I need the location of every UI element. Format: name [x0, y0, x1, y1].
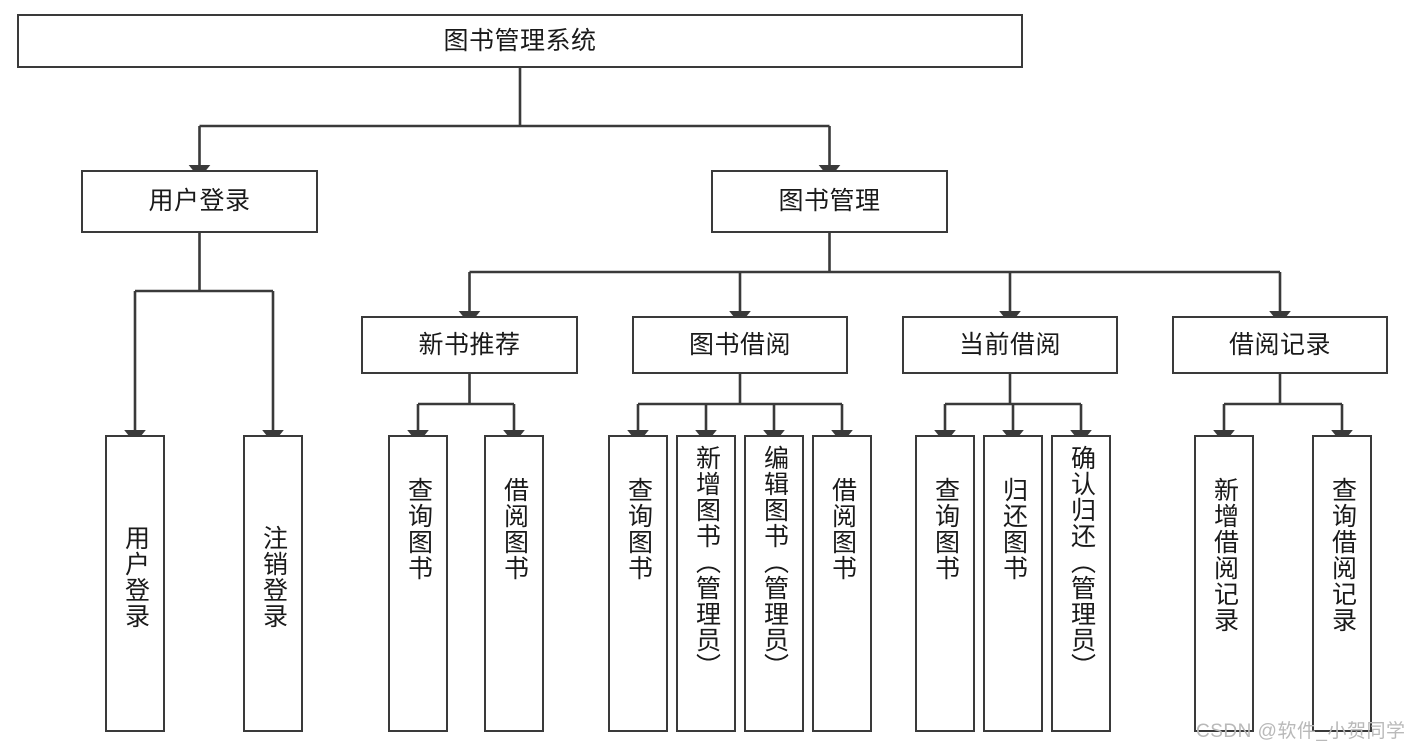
node-label: 图书管理系统	[443, 26, 597, 55]
node-label: 查询借阅记录	[1328, 477, 1357, 633]
node-l4-13[interactable]: 查询借阅记录	[1312, 435, 1372, 732]
node-l3-1[interactable]: 新书推荐	[361, 316, 578, 374]
node-l3-3[interactable]: 当前借阅	[902, 316, 1118, 374]
node-label: 新书推荐	[418, 330, 521, 359]
node-l4-5[interactable]: 查询图书	[608, 435, 668, 732]
node-label: 借阅图书	[828, 477, 857, 581]
node-label: 图书管理	[778, 187, 881, 215]
node-l3-2[interactable]: 图书借阅	[632, 316, 848, 374]
node-label: 借阅记录	[1228, 330, 1331, 359]
node-label: 新增图书（管理员）	[692, 445, 721, 679]
node-l4-2[interactable]: 注销登录	[243, 435, 303, 732]
node-label: 查询图书	[624, 477, 653, 581]
node-l4-11[interactable]: 确认归还（管理员）	[1051, 435, 1111, 732]
node-label: 确认归还（管理员）	[1067, 445, 1096, 679]
node-label: 借阅图书	[500, 477, 529, 581]
node-l4-1[interactable]: 用户登录	[105, 435, 165, 732]
node-l2-1[interactable]: 用户登录	[81, 170, 318, 233]
node-label: 查询图书	[404, 477, 433, 581]
node-label: 注销登录	[259, 525, 288, 629]
node-l4-12[interactable]: 新增借阅记录	[1194, 435, 1254, 732]
node-l4-9[interactable]: 查询图书	[915, 435, 975, 732]
node-label: 用户登录	[148, 187, 251, 215]
node-l4-10[interactable]: 归还图书	[983, 435, 1043, 732]
node-label: 查询图书	[931, 477, 960, 581]
node-l4-7[interactable]: 编辑图书（管理员）	[744, 435, 804, 732]
node-root[interactable]: 图书管理系统	[17, 14, 1023, 68]
node-label: 用户登录	[121, 525, 150, 629]
csdn-watermark: CSDN @软件_小贺同学	[1196, 721, 1405, 742]
node-l4-4[interactable]: 借阅图书	[484, 435, 544, 732]
node-l3-4[interactable]: 借阅记录	[1172, 316, 1388, 374]
node-l4-8[interactable]: 借阅图书	[812, 435, 872, 732]
node-l2-2[interactable]: 图书管理	[711, 170, 948, 233]
node-label: 新增借阅记录	[1210, 477, 1239, 633]
node-l4-3[interactable]: 查询图书	[388, 435, 448, 732]
node-l4-6[interactable]: 新增图书（管理员）	[676, 435, 736, 732]
node-label: 当前借阅	[958, 330, 1061, 359]
node-label: 归还图书	[999, 477, 1028, 581]
node-label: 编辑图书（管理员）	[760, 445, 789, 679]
node-label: 图书借阅	[688, 330, 791, 359]
